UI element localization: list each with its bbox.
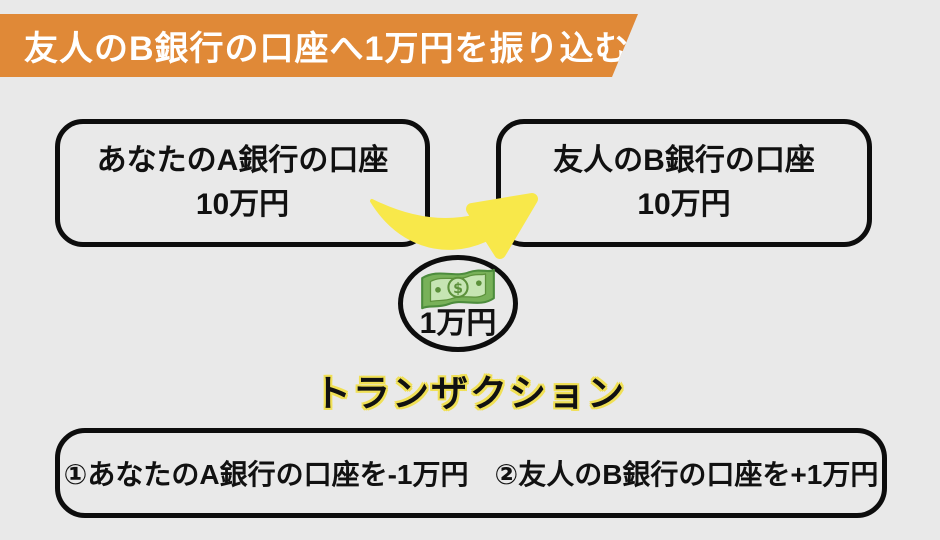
svg-text:$: $ <box>453 281 463 297</box>
source-account-balance: 10万円 <box>195 188 290 221</box>
transaction-step-1: ①あなたのA銀行の口座を-1万円 <box>63 459 469 490</box>
transaction-step-2: ②友人のB銀行の口座を+1万円 <box>494 459 879 490</box>
header-banner: 友人のB銀行の口座へ1万円を振り込む <box>0 14 638 77</box>
transfer-amount: 1万円 <box>419 307 497 340</box>
curved-arrow-icon <box>370 193 538 259</box>
banner-title: 友人のB銀行の口座へ1万円を振り込む <box>24 30 630 68</box>
source-account-box: あなたのA銀行の口座 10万円 <box>55 119 430 247</box>
transaction-title: トランザクション <box>314 373 626 414</box>
destination-account-box: 友人のB銀行の口座 10万円 <box>496 119 872 247</box>
dollar-banknote-icon: $ <box>421 268 495 310</box>
transaction-steps-box: ①あなたのA銀行の口座を-1万円 ②友人のB銀行の口座を+1万円 <box>55 428 887 518</box>
transfer-amount-badge: $ 1万円 <box>398 255 518 352</box>
source-account-name: あなたのA銀行の口座 <box>96 144 389 177</box>
destination-account-balance: 10万円 <box>637 188 731 221</box>
destination-account-name: 友人のB銀行の口座 <box>553 144 815 177</box>
